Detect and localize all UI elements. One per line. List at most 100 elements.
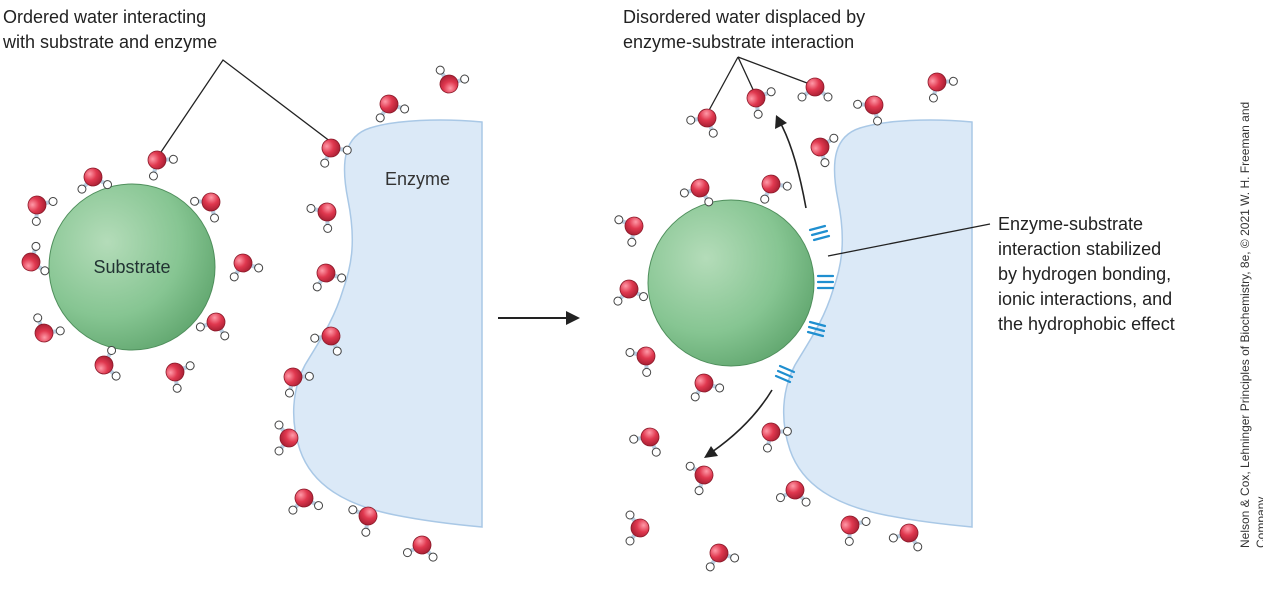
stabilized-line-5: the hydrophobic effect: [998, 314, 1175, 334]
water-molecule: [348, 505, 378, 537]
bond-mark-2: [816, 274, 835, 290]
water-molecule: [306, 202, 337, 233]
water-molecule: [690, 373, 725, 402]
oxygen-atom: [147, 150, 167, 170]
water-molecule: [435, 65, 470, 94]
hydrogen-atom: [48, 196, 58, 206]
water-molecule: [853, 95, 884, 126]
oxygen-atom: [27, 195, 47, 215]
hydrogen-atom: [708, 128, 718, 138]
oxygen-atom: [899, 523, 919, 543]
water-molecule: [402, 535, 438, 562]
hydrogen-atom: [310, 333, 320, 343]
oxygen-atom: [746, 88, 766, 108]
water-molecule: [288, 488, 324, 515]
water-molecule: [283, 367, 314, 398]
hydrogen-atom: [220, 331, 230, 341]
hydrogen-atom: [775, 493, 785, 503]
oxygen-atom: [785, 480, 805, 500]
hydrogen-atom: [31, 241, 41, 251]
hydrogen-atom: [337, 273, 347, 283]
hydrogen-atom: [760, 194, 770, 204]
hydrogen-atom: [103, 180, 113, 190]
oxygen-atom: [810, 137, 830, 157]
oxygen-atom: [690, 178, 710, 198]
oxygen-atom: [379, 94, 399, 114]
hydrogen-atom: [762, 443, 772, 453]
stabilized-line-4: ionic interactions, and: [998, 289, 1173, 309]
oxygen-atom: [316, 263, 336, 283]
water-molecule: [195, 312, 230, 341]
enzyme-label: Enzyme: [385, 169, 450, 189]
water-molecule: [77, 167, 113, 194]
oxygen-atom: [636, 346, 656, 366]
oxygen-atom: [206, 312, 226, 332]
oxygen-atom: [927, 72, 947, 92]
hydrogen-atom: [690, 392, 700, 402]
oxygen-atom: [294, 488, 314, 508]
bond-mark-1: [808, 224, 831, 242]
hydrogen-atom: [361, 527, 371, 537]
bond-mark-4: [774, 364, 796, 384]
substrate-right: [647, 199, 815, 367]
oxygen-atom: [640, 427, 660, 447]
water-molecule: [310, 326, 342, 356]
hydrogen-atom: [730, 553, 740, 563]
hydrogen-atom: [375, 113, 385, 123]
oxygen-atom: [34, 323, 54, 343]
credit-line-1: Nelson & Cox, Lehninger Principles of Bi…: [1238, 101, 1252, 548]
hydrogen-atom: [651, 447, 661, 457]
oxygen-atom: [283, 367, 303, 387]
water-molecule: [229, 253, 264, 282]
stabilized-line-2: interaction stabilized: [998, 239, 1162, 259]
hydrogen-atom: [715, 383, 725, 393]
hydrogen-atom: [274, 420, 284, 430]
oxygen-atom: [94, 355, 114, 375]
water-molecule: [746, 87, 776, 119]
disordered-water-caption: Disordered water displaced by enzyme-sub…: [623, 5, 865, 55]
hydrogen-atom: [685, 461, 695, 471]
hydrogen-atom: [625, 510, 635, 520]
water-molecule: [679, 178, 714, 207]
water-molecule: [613, 279, 649, 306]
water-molecule: [614, 215, 644, 247]
water-molecule: [685, 461, 714, 496]
hydrogen-atom: [304, 371, 314, 381]
oxygen-atom: [864, 95, 884, 115]
hydrogen-atom: [342, 145, 352, 155]
water-molecule: [21, 241, 50, 276]
hydrogen-atom: [195, 322, 205, 332]
hydrogen-atom: [694, 486, 704, 496]
oxygen-atom: [694, 465, 714, 485]
hydrogen-atom: [782, 426, 792, 436]
hydrogen-atom: [705, 562, 715, 572]
hydrogen-atom: [460, 74, 470, 84]
hydrogen-atom: [332, 346, 342, 356]
oxygen-atom: [201, 192, 221, 212]
oxygen-atom: [709, 543, 729, 563]
oxygen-atom: [317, 202, 337, 222]
stabilized-interaction-caption: Enzyme-substrate interaction stabilized …: [998, 212, 1175, 337]
water-molecule: [274, 420, 299, 456]
water-molecule: [190, 192, 221, 223]
ordered-water-line-1: Ordered water interacting: [3, 7, 207, 27]
oxygen-atom: [694, 373, 714, 393]
hydrogen-atom: [801, 497, 811, 507]
hydrogen-atom: [853, 99, 863, 109]
water-molecule: [705, 543, 740, 572]
hydrogen-atom: [284, 388, 294, 398]
oxygen-atom: [697, 108, 717, 128]
hydrogen-atom: [639, 292, 649, 302]
hydrogen-atom: [254, 263, 264, 273]
water-molecule: [629, 427, 661, 457]
hydrogen-atom: [274, 446, 284, 456]
hydrogen-atom: [823, 92, 833, 102]
hydrogen-atom: [625, 536, 635, 546]
oxygen-atom: [624, 216, 644, 236]
hydrogen-atom: [797, 92, 807, 102]
oxygen-atom: [619, 279, 639, 299]
hydrogen-atom: [913, 542, 923, 552]
hydrogen-atom: [210, 213, 220, 223]
hydrogen-atom: [33, 313, 43, 323]
